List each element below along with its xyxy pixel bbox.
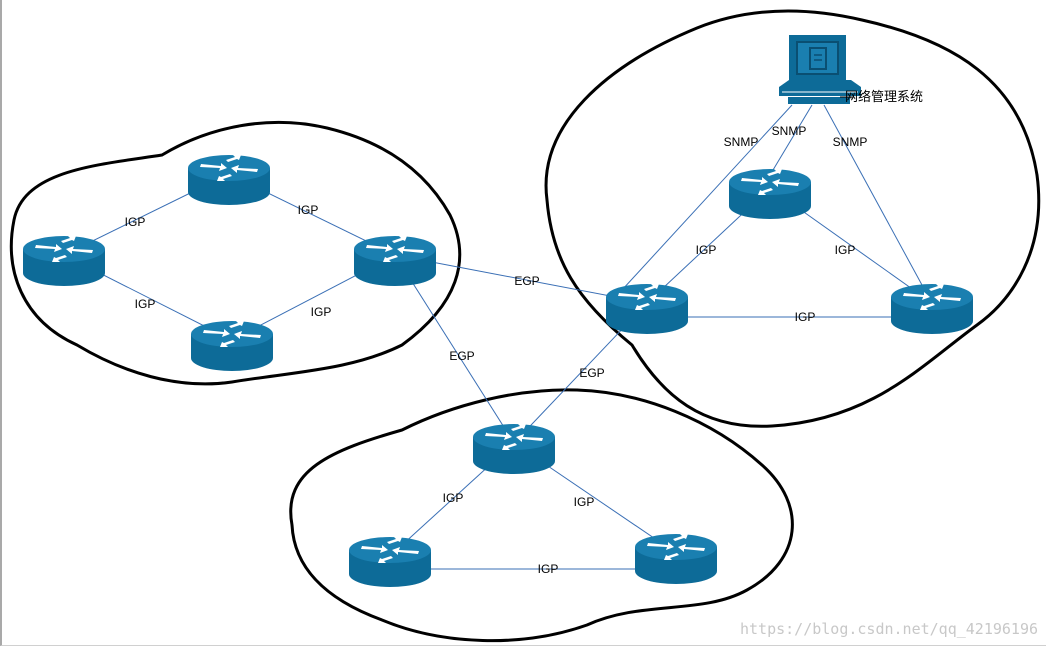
link-egp-left-bottom (394, 254, 515, 444)
label-igp: IGP (574, 495, 595, 509)
nms-computer-icon (779, 35, 861, 104)
bottom-network-cloud (289, 388, 794, 643)
label-egp: EGP (449, 349, 474, 363)
label-igp: IGP (135, 297, 156, 311)
label-snmp: SNMP (772, 124, 807, 138)
router-right-west-icon (606, 284, 688, 334)
link-snmp-to-right-e (823, 104, 923, 286)
router-left-west-icon (23, 236, 105, 286)
label-egp: EGP (514, 274, 539, 288)
label-igp: IGP (443, 491, 464, 505)
router-bottom-east-icon (635, 534, 717, 584)
router-right-east-icon (891, 284, 973, 334)
label-egp: EGP (579, 366, 604, 380)
router-left-south-icon (191, 321, 273, 371)
router-bottom-north-icon (473, 424, 555, 474)
label-igp: IGP (696, 243, 717, 257)
label-igp: IGP (795, 310, 816, 324)
link-snmp-to-right-n (769, 104, 813, 176)
router-right-north-icon (729, 169, 811, 219)
link-egp-left-right (394, 254, 648, 304)
label-igp: IGP (538, 562, 559, 576)
router-left-east-icon (354, 236, 436, 286)
label-igp: IGP (298, 203, 319, 217)
label-snmp: SNMP (724, 135, 759, 149)
router-bottom-west-icon (349, 537, 431, 587)
right-network-cloud (544, 9, 1041, 428)
left-network-cloud (9, 120, 462, 386)
watermark: https://blog.csdn.net/qq_42196196 (740, 620, 1038, 638)
link-snmp-to-right-w (621, 104, 793, 291)
label-igp: IGP (125, 215, 146, 229)
label-snmp: SNMP (833, 135, 868, 149)
label-igp: IGP (835, 243, 856, 257)
nms-label: 网络管理系统 (845, 89, 923, 105)
router-left-north-icon (188, 155, 270, 205)
label-igp: IGP (311, 305, 332, 319)
